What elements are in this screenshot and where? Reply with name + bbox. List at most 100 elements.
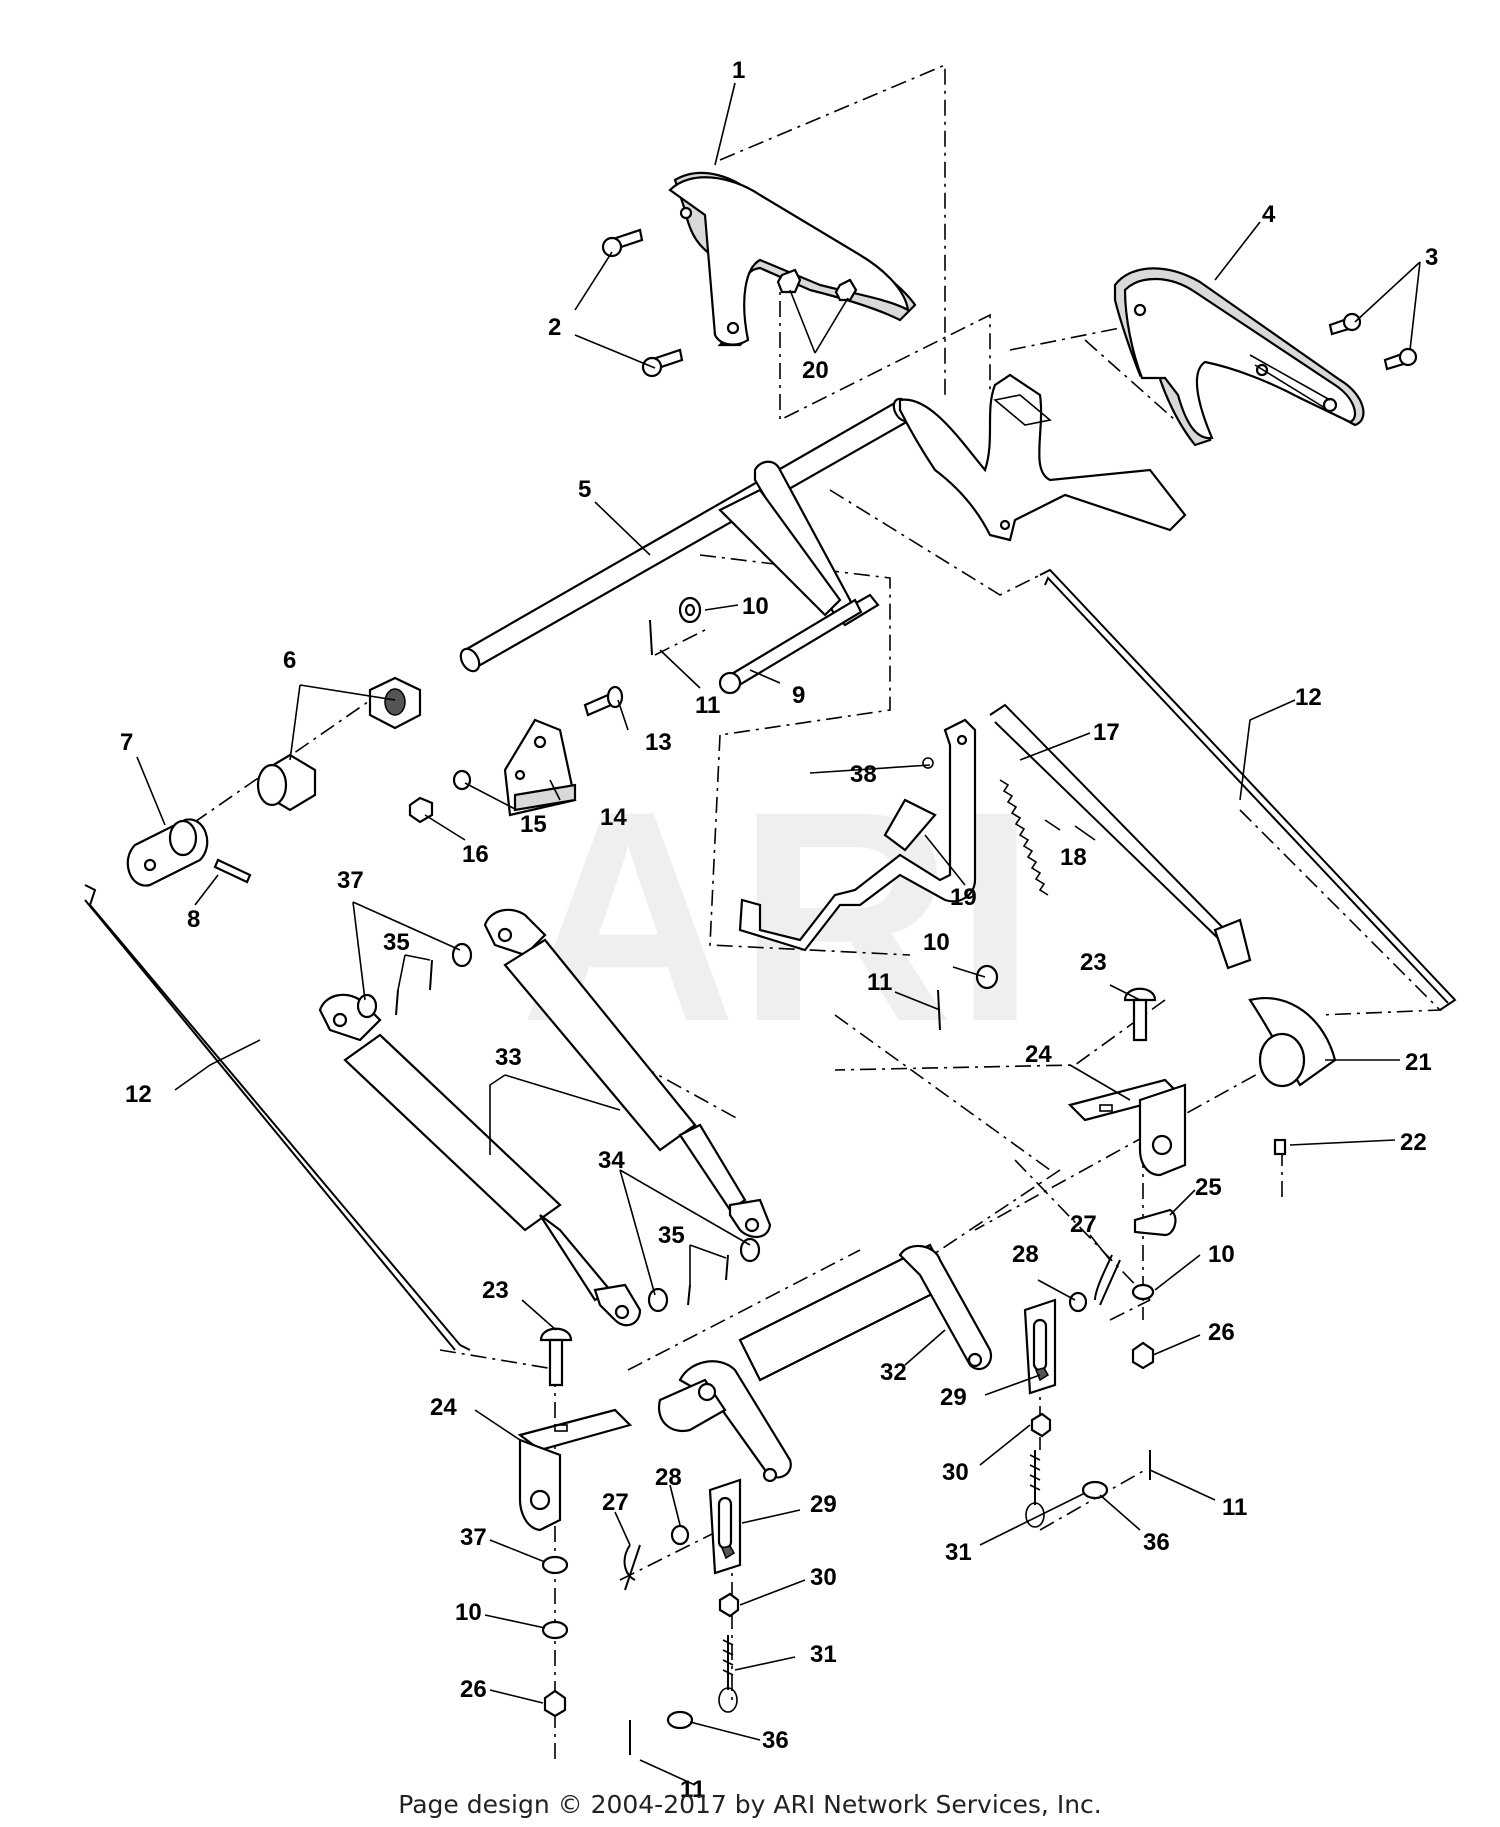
callout-31-right: 31 bbox=[945, 1539, 972, 1566]
callout-30-left: 30 bbox=[810, 1564, 837, 1591]
callout-14: 14 bbox=[600, 804, 627, 831]
callout-4: 4 bbox=[1262, 201, 1276, 228]
clevis-pin-part-9 bbox=[718, 598, 863, 695]
washer-part-28-right bbox=[1068, 1291, 1088, 1313]
carriage-bolt-part-23-left bbox=[539, 1327, 573, 1387]
callout-10-right: 10 bbox=[1208, 1241, 1235, 1268]
callout-23-right: 23 bbox=[1080, 949, 1107, 976]
callout-12-left: 12 bbox=[125, 1081, 152, 1108]
callout-35-upper: 35 bbox=[383, 929, 410, 956]
callout-1: 1 bbox=[732, 57, 745, 84]
lift-shaft-part-32 bbox=[657, 1243, 993, 1483]
rod-part-17 bbox=[989, 703, 1252, 970]
nut-part-30-right bbox=[1030, 1412, 1052, 1438]
bracket-part-24-right bbox=[1067, 1078, 1187, 1177]
callout-21: 21 bbox=[1405, 1049, 1432, 1076]
pin-part-8 bbox=[213, 858, 252, 884]
screws-part-3 bbox=[1328, 312, 1418, 371]
callout-11-right: 11 bbox=[1222, 1494, 1247, 1521]
callout-34: 34 bbox=[598, 1147, 625, 1174]
callout-11-upper: 11 bbox=[695, 692, 720, 719]
callout-28-right: 28 bbox=[1012, 1241, 1039, 1268]
callout-19: 19 bbox=[950, 884, 977, 911]
lift-shaft-part-5 bbox=[459, 373, 1187, 673]
callout-10-upper: 10 bbox=[742, 593, 769, 620]
callout-16: 16 bbox=[462, 841, 489, 868]
cam-part-21 bbox=[1248, 997, 1337, 1088]
clip-part-27-left bbox=[623, 1544, 641, 1591]
callout-20: 20 bbox=[802, 357, 829, 384]
clip-part-27-right bbox=[1094, 1254, 1121, 1306]
cotters-part-35-lower bbox=[687, 1254, 729, 1306]
callout-17: 17 bbox=[1093, 719, 1120, 746]
callout-18: 18 bbox=[1060, 844, 1087, 871]
callout-7: 7 bbox=[120, 729, 133, 756]
callout-29-right: 29 bbox=[940, 1384, 967, 1411]
callout-5: 5 bbox=[578, 476, 591, 503]
bracket-part-19 bbox=[738, 718, 977, 952]
cotter-part-11-upper bbox=[649, 619, 653, 656]
callout-36-left: 36 bbox=[762, 1727, 789, 1754]
callout-35-lower: 35 bbox=[658, 1222, 685, 1249]
screws-part-2 bbox=[601, 228, 684, 378]
washer-part-36-left bbox=[666, 1710, 694, 1730]
callout-31-left: 31 bbox=[810, 1641, 837, 1668]
nut-part-16 bbox=[408, 796, 434, 824]
callout-labels: 1 2 3 4 5 6 7 8 9 10 11 12 13 14 15 16 1… bbox=[120, 57, 1438, 1803]
callout-27-right: 27 bbox=[1070, 1211, 1097, 1238]
slotted-bracket-part-29-right bbox=[1023, 1298, 1057, 1395]
callout-26-left: 26 bbox=[460, 1676, 487, 1703]
clamp-part-25 bbox=[1133, 1208, 1177, 1237]
callout-25: 25 bbox=[1195, 1174, 1222, 1201]
callout-28-left: 28 bbox=[655, 1464, 682, 1491]
callout-24-left: 24 bbox=[430, 1394, 457, 1421]
washer-part-15 bbox=[452, 769, 472, 791]
copyright-footer: Page design © 2004-2017 by ARI Network S… bbox=[398, 1790, 1102, 1819]
callout-8: 8 bbox=[187, 906, 200, 933]
clip-part-38 bbox=[922, 757, 934, 769]
slotted-bracket-part-29-left bbox=[708, 1478, 742, 1575]
carriage-bolt-part-23-right bbox=[1123, 987, 1157, 1042]
washer-part-10-upper bbox=[678, 596, 702, 624]
eyebolt-part-31-right bbox=[1025, 1450, 1045, 1528]
lever-handle-part-4 bbox=[1113, 267, 1365, 447]
washer-part-10-left bbox=[541, 1620, 569, 1640]
washers-part-34 bbox=[647, 1237, 761, 1313]
bolt-part-13 bbox=[583, 685, 624, 717]
leader-lines bbox=[136, 82, 1421, 1786]
spring-part-18 bbox=[999, 779, 1096, 896]
callout-37-lower: 37 bbox=[460, 1524, 487, 1551]
callout-13: 13 bbox=[645, 729, 672, 756]
eyebolt-part-31-left bbox=[718, 1635, 738, 1713]
callout-24-right: 24 bbox=[1025, 1041, 1052, 1068]
nut-part-30-left bbox=[718, 1592, 740, 1618]
bracket-part-24-left bbox=[517, 1408, 633, 1532]
washer-part-10-right bbox=[1131, 1283, 1155, 1301]
callout-32: 32 bbox=[880, 1359, 907, 1386]
nut-part-26-left bbox=[543, 1689, 567, 1718]
callout-10-mid: 10 bbox=[923, 929, 950, 956]
callout-27-left: 27 bbox=[602, 1489, 629, 1516]
callout-2: 2 bbox=[548, 314, 561, 341]
callout-22: 22 bbox=[1400, 1129, 1427, 1156]
callout-9: 9 bbox=[792, 682, 805, 709]
washer-part-28-left bbox=[670, 1524, 690, 1546]
callout-26-right: 26 bbox=[1208, 1319, 1235, 1346]
callout-6: 6 bbox=[283, 647, 296, 674]
bearing-part-6 bbox=[256, 676, 422, 812]
callout-29-left: 29 bbox=[810, 1491, 837, 1518]
callout-11-lower: 11 bbox=[680, 1776, 705, 1803]
callout-38: 38 bbox=[850, 761, 877, 788]
bracket-part-14 bbox=[503, 718, 577, 817]
washer-part-37-left bbox=[541, 1555, 569, 1575]
washer-part-36-right bbox=[1081, 1480, 1109, 1500]
cylinder-part-33-front bbox=[318, 993, 642, 1327]
callout-15: 15 bbox=[520, 811, 547, 838]
cylinder-part-33-rear bbox=[483, 908, 772, 1238]
setscrew-part-22 bbox=[1273, 1138, 1287, 1156]
callout-37-upper: 37 bbox=[337, 867, 364, 894]
collar-part-7 bbox=[126, 818, 209, 887]
washer-part-10-mid bbox=[975, 964, 999, 990]
callout-23-left: 23 bbox=[482, 1277, 509, 1304]
